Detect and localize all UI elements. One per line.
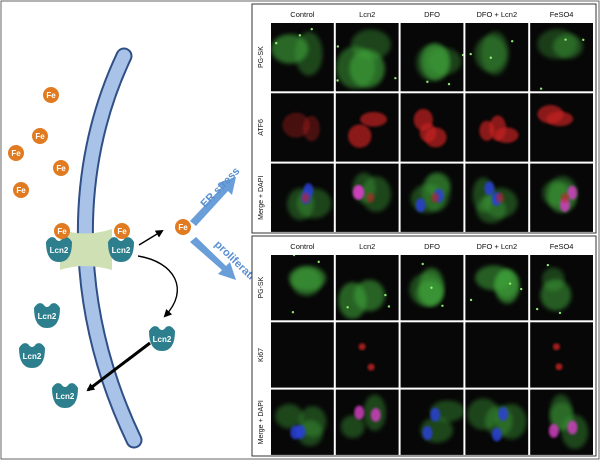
panel_top-image-r2-c4 (530, 163, 593, 232)
panel_bottom-col-header-0: Control (290, 242, 315, 251)
fe-label: Fe (57, 227, 67, 236)
fe-label: Fe (46, 91, 56, 100)
lcn2-label: Lcn2 (23, 352, 42, 361)
lcn2-free-1: Lcn2 (34, 303, 60, 328)
panel_bottom-image-r2-c0 (271, 389, 334, 455)
panel_top-image-r0-c4 (530, 23, 593, 92)
panel_top-col-header-3: DFO + Lcn2 (476, 10, 517, 19)
panel_top-image-r2-c0 (271, 163, 334, 232)
fe-label: Fe (35, 132, 45, 141)
panel_bottom-image-r1-c1 (335, 322, 399, 388)
panel_top-row-label-1: ATF6 (258, 119, 265, 136)
panel_bottom-image-r0-c3 (465, 255, 529, 321)
er-stress-arrow (190, 177, 236, 226)
panel_bottom-image-r2-c1 (335, 389, 399, 455)
panel_bottom-col-header-3: DFO + Lcn2 (476, 242, 517, 251)
lcn2-channel-left: Lcn2 (46, 237, 72, 262)
panel_top-image-r1-c3 (465, 93, 529, 162)
arrow-lcn2-out (86, 341, 151, 392)
panel_bottom-col-header-1: Lcn2 (359, 242, 375, 251)
lcn2-released: Lcn2 (149, 326, 175, 351)
panel_bottom-image-r2-c3 (465, 389, 529, 455)
panel_top-col-header-0: Control (290, 10, 315, 19)
panel_bottom-image-r1-c3 (465, 322, 529, 388)
fe-label: Fe (16, 186, 26, 195)
panel_top-image-r2-c1 (335, 163, 399, 232)
panel_bottom-image-r1-c2 (400, 322, 464, 388)
panel_bottom-image-r2-c2 (400, 389, 464, 455)
fe-released: Fe (175, 219, 191, 235)
fe-particle-3: Fe (8, 145, 24, 161)
panel_bottom-row-label-1: Ki67 (258, 348, 265, 362)
fe-bound-left: Fe (54, 223, 70, 239)
fe-particle-2: Fe (32, 128, 48, 144)
panel_bottom-image-r0-c0 (271, 255, 334, 321)
lcn2-free-3: Lcn2 (52, 383, 78, 408)
panel_bottom-image-r2-c4 (530, 389, 593, 455)
fe-particle-4: Fe (53, 160, 69, 176)
panel_top-col-header-2: DFO (424, 10, 440, 19)
lcn2-label: Lcn2 (38, 312, 57, 321)
panel_top-col-header-4: FeSO4 (550, 10, 574, 19)
panel_top-col-header-1: Lcn2 (359, 10, 375, 19)
arrow-to-lcn2 (137, 255, 178, 318)
panel_top-row-label-2: Merge + DAPI (258, 176, 265, 220)
fe-label: Fe (11, 149, 21, 158)
panel_top-image-r1-c1 (335, 93, 399, 162)
panel_top-image-r0-c3 (465, 23, 529, 92)
panel_top-image-r0-c2 (400, 23, 464, 92)
panel_bottom-image-r0-c1 (335, 255, 399, 321)
panel_top-row-label-0: PG-SK (258, 46, 265, 68)
lcn2-label: Lcn2 (56, 392, 75, 401)
fe-label: Fe (178, 223, 188, 232)
fe-label: Fe (56, 164, 66, 173)
panel_top-image-r2-c2 (400, 163, 464, 232)
panel_bottom-image-r0-c2 (400, 255, 464, 321)
panel_top-image-r1-c2 (400, 93, 464, 162)
panel_bottom-row-label-2: Merge + DAPI (258, 400, 265, 444)
fe-bound-right: Fe (114, 223, 130, 239)
panel_bottom-image-r1-c4 (530, 322, 593, 388)
lcn2-free-2: Lcn2 (19, 343, 45, 368)
proliferation-arrow (190, 237, 236, 280)
panel_top-image-r1-c0 (271, 93, 334, 162)
panel_top-image-r2-c3 (465, 163, 529, 232)
panel_bottom-col-header-4: FeSO4 (550, 242, 574, 251)
panel_top-image-r0-c0 (271, 23, 334, 92)
panel_top-image-r1-c4 (530, 93, 593, 162)
er-stress-label: ER stress (199, 165, 243, 210)
panel_bottom-image-r1-c0 (271, 322, 334, 388)
panel_bottom-row-label-0: PG-SK (258, 276, 265, 298)
fe-particle-5: Fe (13, 182, 29, 198)
fe-particle-1: Fe (43, 87, 59, 103)
lcn2-label: Lcn2 (112, 246, 131, 255)
panel_bottom-image-r0-c4 (530, 255, 593, 321)
panel_top-image-r0-c1 (335, 23, 399, 92)
lcn2-label: Lcn2 (50, 246, 69, 255)
panel_bottom-col-header-2: DFO (424, 242, 440, 251)
fe-label: Fe (117, 227, 127, 236)
arrow-to-fe (138, 229, 164, 246)
membrane-channel (60, 229, 112, 270)
lcn2-label: Lcn2 (153, 335, 172, 344)
lcn2-channel-right: Lcn2 (108, 237, 134, 262)
